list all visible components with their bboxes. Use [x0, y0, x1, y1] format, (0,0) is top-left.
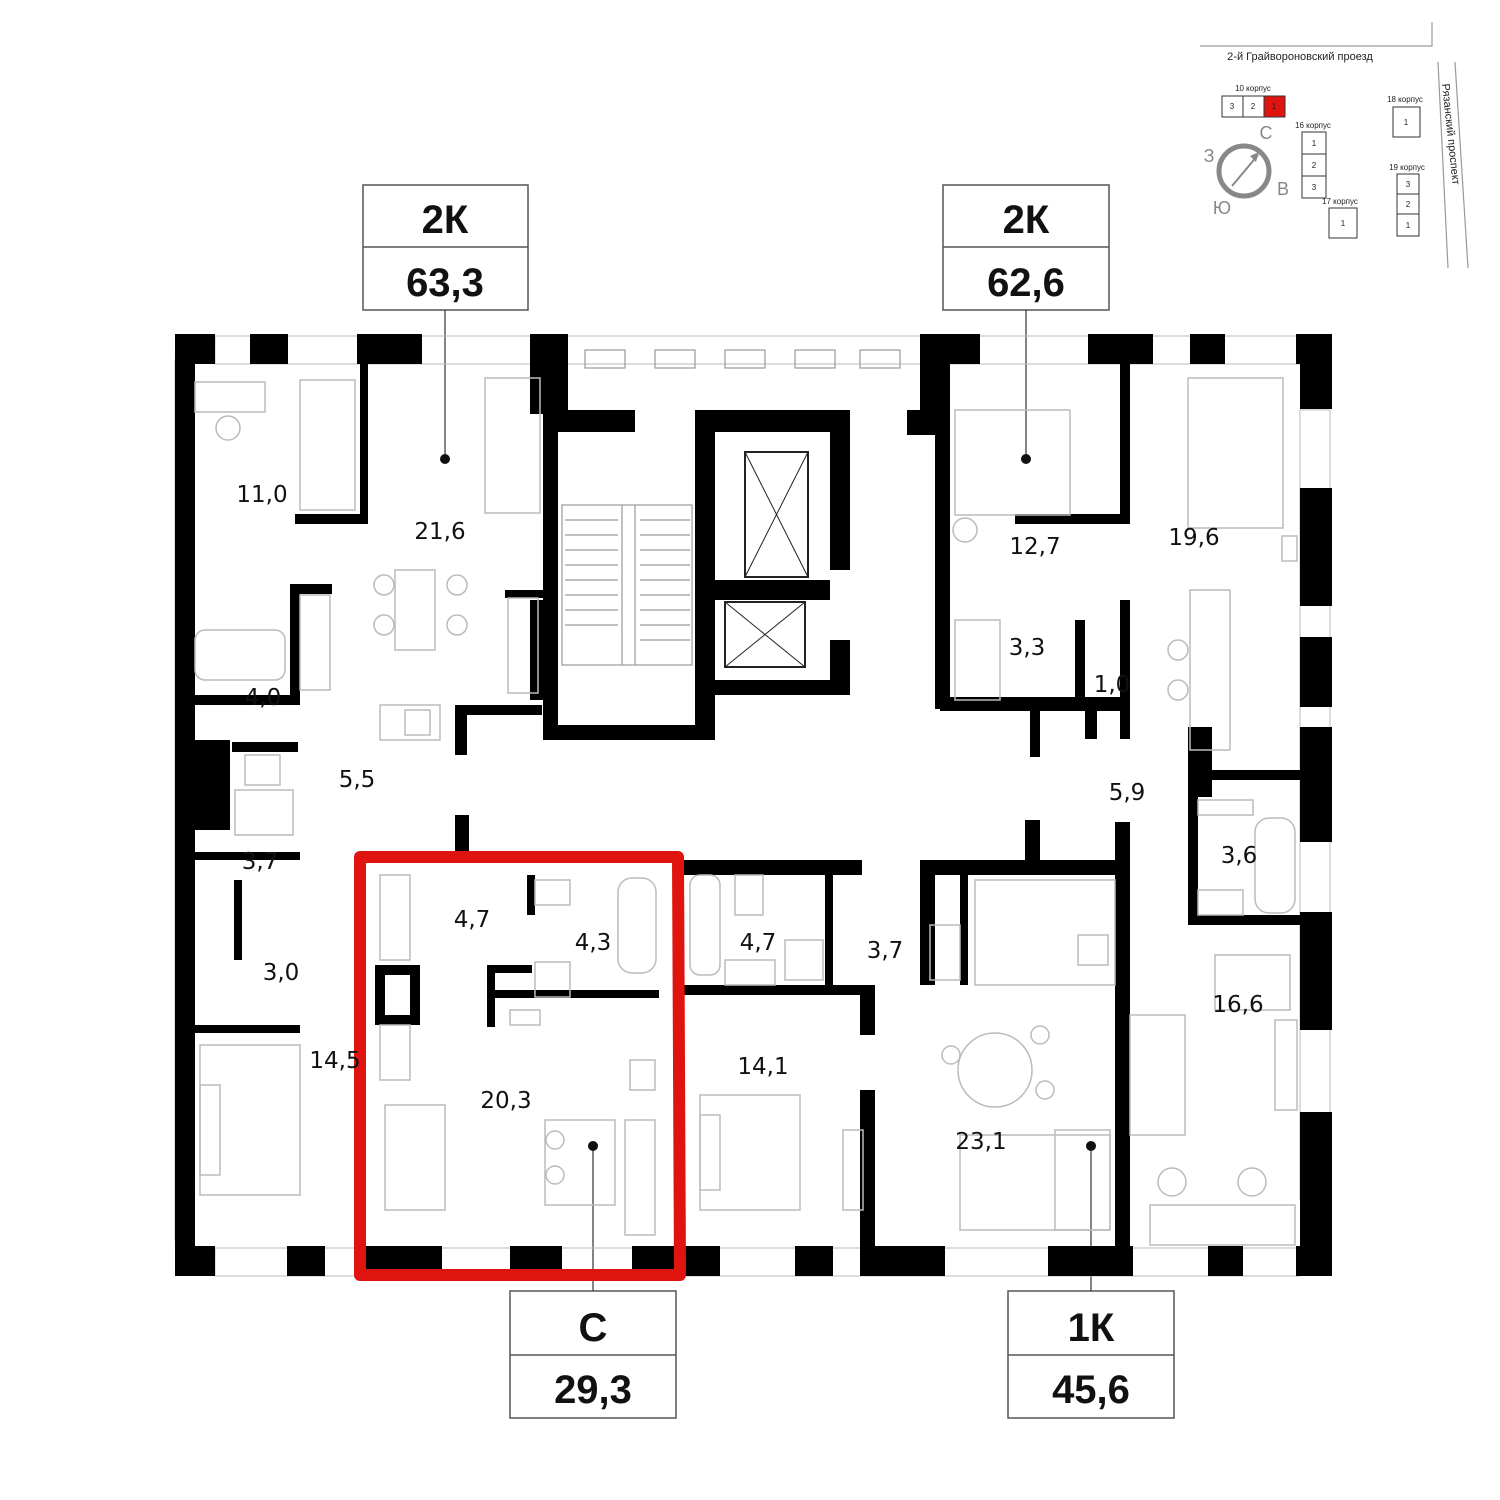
room-area: 4,0 [245, 685, 282, 711]
compass-west: З [1204, 146, 1215, 166]
apartment-type: 2К [1003, 198, 1050, 242]
room-area: 16,6 [1212, 992, 1263, 1018]
room-labels: 11,0 21,6 4,0 5,5 3,7 3,0 14,5 4,7 4,3 2… [236, 482, 1263, 1155]
section-label: 2 [1312, 161, 1317, 170]
room-area: 11,0 [236, 482, 287, 508]
room-area: 3,3 [1009, 635, 1046, 661]
section-label: 1 [1312, 139, 1317, 148]
section-label: 1 [1406, 221, 1411, 230]
compass-icon: С З В Ю [1204, 123, 1289, 218]
section-label: 3 [1406, 180, 1411, 189]
section-label: 1 [1272, 102, 1277, 111]
section-label: 1 [1341, 219, 1346, 228]
room-area: 5,5 [339, 767, 376, 793]
apartment-type: 1К [1068, 1306, 1115, 1350]
room-area: 3,0 [263, 960, 300, 986]
section-label: 1 [1404, 118, 1409, 127]
apartment-area: 63,3 [406, 261, 484, 305]
building-19-section-1[interactable] [1396, 213, 1420, 237]
apartment-type: 2К [422, 198, 469, 242]
apartment-area: 62,6 [987, 261, 1065, 305]
room-area: 1,0 [1094, 672, 1131, 698]
room-area: 21,6 [414, 519, 465, 545]
section-label: 3 [1230, 102, 1235, 111]
building-10-label: 10 корпус [1235, 84, 1271, 93]
apartment-area: 45,6 [1052, 1368, 1130, 1412]
room-area: 23,1 [955, 1129, 1006, 1155]
room-area: 4,3 [575, 930, 612, 956]
room-area: 14,1 [737, 1054, 788, 1080]
street-right-label: Рязанский проспект [1439, 83, 1462, 185]
furniture [194, 377, 1298, 1246]
building-17-label: 17 корпус [1322, 197, 1358, 206]
compass-east: В [1277, 179, 1289, 199]
building-16-section-3[interactable] [1301, 175, 1327, 199]
room-area: 20,3 [480, 1088, 531, 1114]
selected-apartment-outline[interactable] [354, 851, 686, 1281]
building-18-label: 18 корпус [1387, 95, 1423, 104]
building-18-section-1[interactable] [1392, 106, 1421, 138]
room-area: 14,5 [309, 1048, 360, 1074]
compass-north: С [1260, 123, 1273, 143]
room-area: 4,7 [454, 907, 491, 933]
room-area: 3,7 [867, 938, 904, 964]
room-area: 4,7 [740, 930, 777, 956]
apartment-type: С [579, 1306, 608, 1350]
apartment-callout-2k-west[interactable]: 2К 63,3 [362, 184, 529, 464]
section-label: 2 [1251, 102, 1256, 111]
building-16-label: 16 корпус [1295, 121, 1331, 130]
site-map: 2-й Грайвороновский проезд Рязанский про… [1200, 22, 1469, 269]
apartment-area: 29,3 [554, 1368, 632, 1412]
room-area: 3,7 [242, 849, 279, 875]
street-top-label: 2-й Грайвороновский проезд [1227, 51, 1373, 63]
apartment-callout-2k-east[interactable]: 2К 62,6 [942, 184, 1110, 464]
building-17-section-1[interactable] [1328, 207, 1358, 239]
apartment-callout-1k[interactable]: 1К 45,6 [1007, 1141, 1175, 1419]
building-19-label: 19 корпус [1389, 163, 1425, 172]
room-area: 3,6 [1221, 843, 1258, 869]
compass-south: Ю [1213, 198, 1231, 218]
room-area: 12,7 [1009, 534, 1060, 560]
room-area: 5,9 [1109, 780, 1146, 806]
section-label: 2 [1406, 200, 1411, 209]
section-label: 3 [1312, 183, 1317, 192]
room-area: 19,6 [1168, 525, 1219, 551]
apartment-callout-studio[interactable]: С 29,3 [509, 1141, 677, 1419]
building-10-section-1-selected[interactable] [1263, 95, 1286, 118]
